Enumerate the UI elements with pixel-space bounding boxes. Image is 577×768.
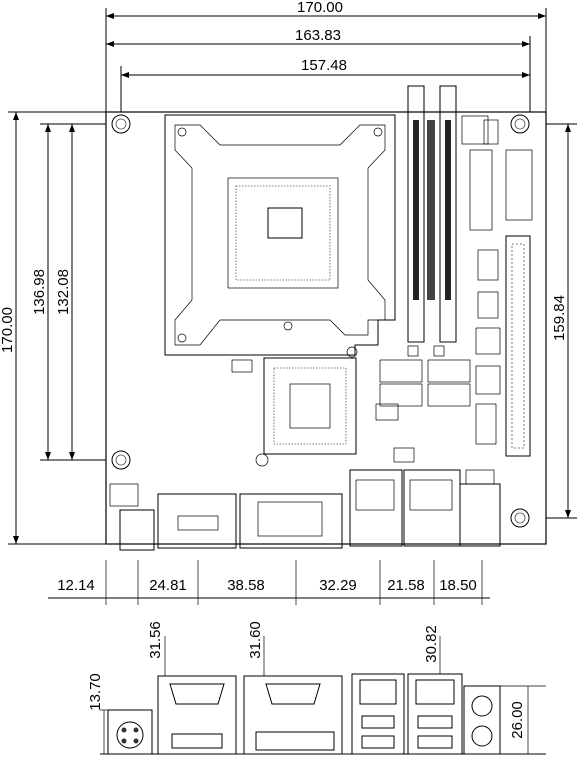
io-offset-3: 38.58 xyxy=(227,577,265,594)
mounting-hole-bottom-right xyxy=(510,508,530,528)
io-offset-4: 32.29 xyxy=(319,577,357,594)
io-offset-1: 12.14 xyxy=(57,577,95,594)
left-hole-span-a-label: 136.98 xyxy=(31,269,48,315)
lan-usb-height: 30.82 xyxy=(423,625,440,663)
rear-io-front-view xyxy=(100,673,546,755)
mounting-hole-bottom-left xyxy=(111,450,131,470)
com-hdmi-height: 31.56 xyxy=(147,621,164,659)
edge-connector-right xyxy=(505,235,531,457)
sata-connectors xyxy=(231,345,471,463)
io-offset-lines xyxy=(48,560,490,605)
rear-io-top-view xyxy=(109,469,501,551)
io-offset-6: 18.50 xyxy=(439,577,477,594)
left-hole-span-b-label: 132.08 xyxy=(55,269,72,315)
chipset xyxy=(255,346,358,467)
io-offset-5: 21.58 xyxy=(387,577,425,594)
hole-span-outer-label: 163.83 xyxy=(295,27,341,44)
io-height-lines xyxy=(100,636,546,754)
right-hole-span-label: 159.84 xyxy=(551,295,568,341)
front-panel-headers xyxy=(461,115,533,445)
power-jack-height: 13.70 xyxy=(87,673,104,711)
mounting-hole-top-left xyxy=(111,114,131,134)
top-dimension-lines xyxy=(105,8,547,112)
overall-width-label: 170.00 xyxy=(297,0,343,16)
board-outline xyxy=(105,111,547,545)
vga-dvi-height: 31.60 xyxy=(247,621,264,659)
overall-height-label: 170.00 xyxy=(0,307,16,353)
mounting-hole-top-right xyxy=(510,114,530,134)
audio-height: 26.00 xyxy=(509,701,526,739)
io-offset-2: 24.81 xyxy=(149,577,187,594)
hole-span-inner-label: 157.48 xyxy=(301,57,347,74)
left-dimension-lines xyxy=(8,111,120,545)
dimm-slots xyxy=(407,85,457,343)
cpu-socket xyxy=(164,114,396,356)
